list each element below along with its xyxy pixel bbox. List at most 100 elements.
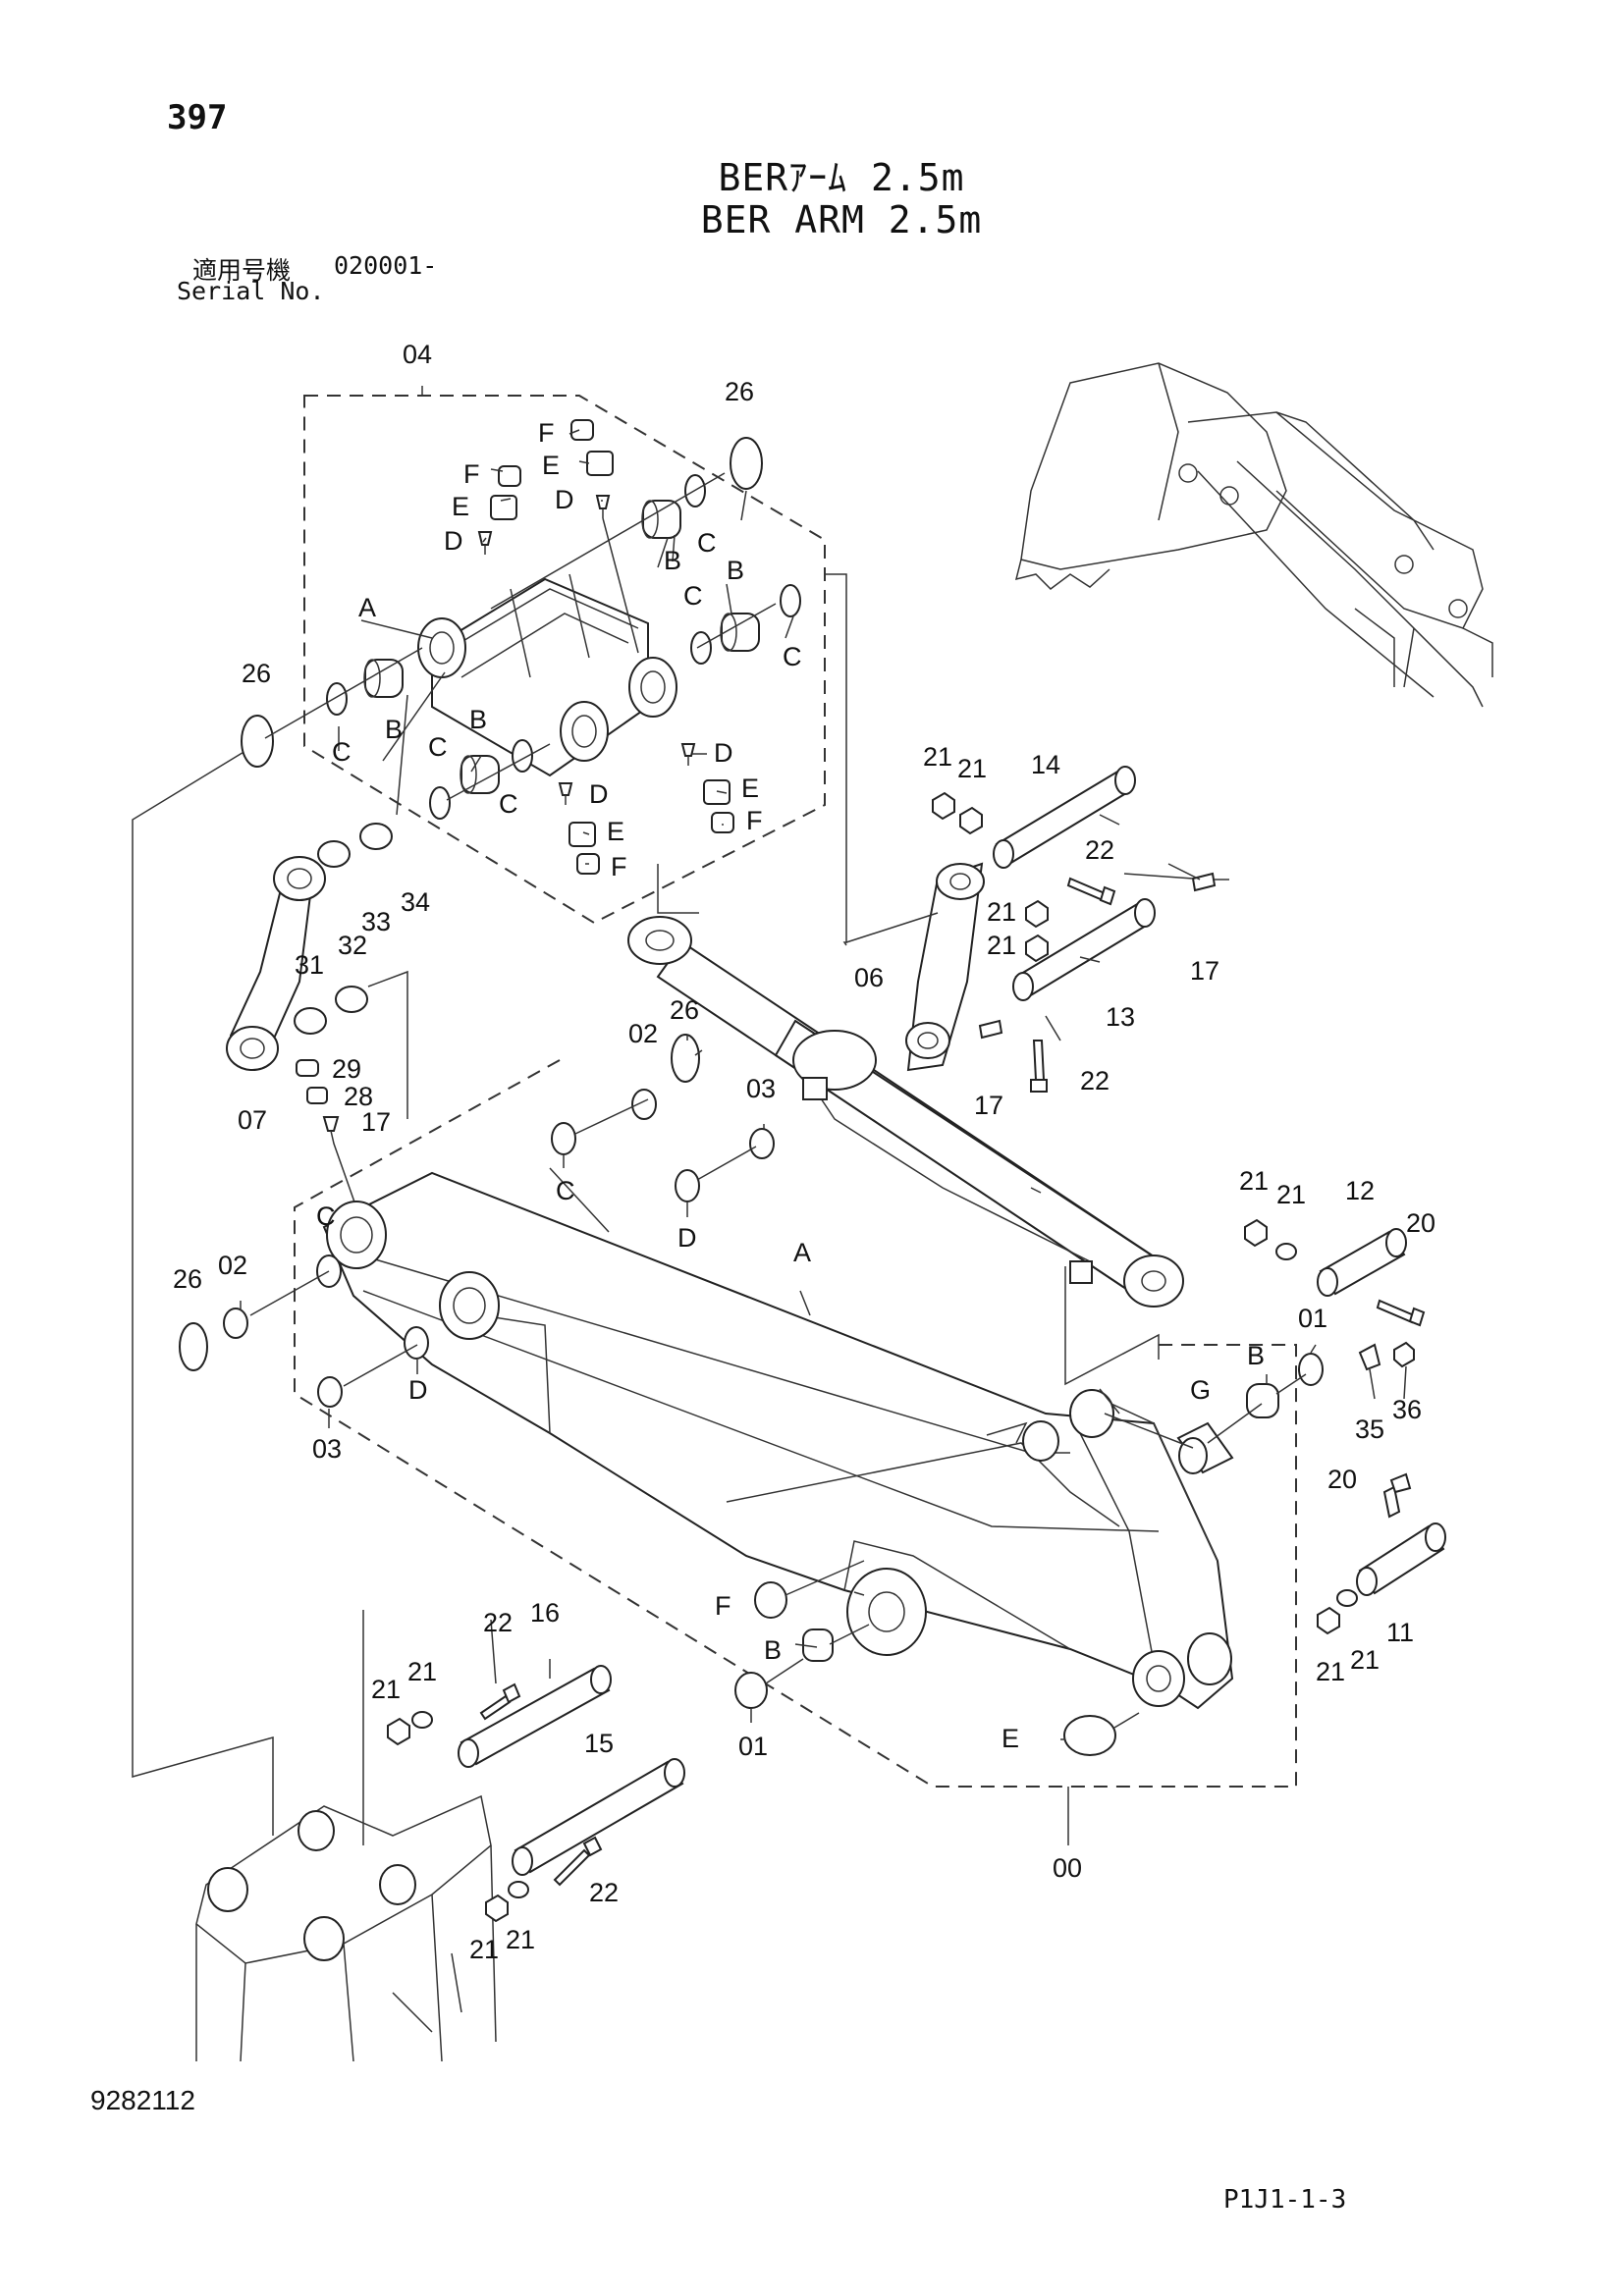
callout-21-g: 21 [1316, 1657, 1345, 1686]
callout-21-a: 21 [923, 742, 952, 772]
o-ring-26-lower-left [179, 1322, 208, 1371]
washer-21-base-2 [411, 1711, 433, 1729]
callout-03-top: 03 [746, 1074, 776, 1103]
seal-03-left [317, 1376, 343, 1408]
callout-D-arm-left: D [408, 1375, 428, 1405]
bolt-20-upper [1376, 1299, 1426, 1327]
bracket-assembly-A [417, 573, 677, 777]
callout-36: 36 [1392, 1395, 1422, 1424]
nut-21-r1 [1244, 1218, 1268, 1248]
callout-26-lower-left: 26 [173, 1264, 202, 1294]
grease-fitting-group-lower [558, 782, 600, 875]
bushing-B-lower [460, 755, 500, 794]
callout-06: 06 [854, 963, 884, 992]
bushing-B-upper [641, 500, 681, 539]
callout-15: 15 [584, 1729, 614, 1758]
callout-22-upper: 22 [1085, 835, 1114, 865]
seal-03-top [749, 1128, 775, 1159]
leader-C-upper-right [825, 573, 847, 946]
callout-29: 29 [332, 1054, 361, 1084]
leader-lines-pins-13-14 [1045, 873, 1194, 1041]
leader-35-36 [1369, 1365, 1407, 1400]
grease-cap-29 [296, 1059, 319, 1077]
boom-end-base [195, 1794, 497, 2062]
callout-F-2: F [463, 459, 480, 489]
seal-01-lower [734, 1672, 768, 1709]
pin-16 [458, 1665, 612, 1768]
bushing-D-arm-top [675, 1169, 700, 1202]
callout-21-d: 21 [987, 931, 1016, 960]
callout-F-lower: F [715, 1591, 731, 1621]
callout-C-2: C [683, 581, 703, 611]
serial-label-english: Serial No. [177, 277, 325, 305]
callout-02-top: 02 [628, 1019, 658, 1048]
bushing-B-left [363, 659, 404, 698]
callout-12: 12 [1345, 1176, 1375, 1205]
serial-number-value: 020001- [334, 251, 438, 280]
callout-B-arm-right: B [1247, 1341, 1265, 1370]
callout-21-base-c: 21 [469, 1935, 499, 1964]
seal-C-lower-1 [429, 786, 451, 820]
bolt-22-base-lower [553, 1836, 603, 1887]
pin-axis-lines-04 [264, 472, 777, 801]
drawing-number: 9282112 [90, 2085, 195, 2115]
callout-F-1: F [538, 418, 555, 448]
callout-C-4: C [332, 737, 352, 767]
callout-31: 31 [295, 950, 324, 980]
callout-17-right-upper: 17 [1190, 956, 1219, 986]
seal-02-top [631, 1089, 657, 1120]
title-english: BER ARM 2.5m [700, 198, 983, 241]
callout-B-lower: B [764, 1635, 782, 1665]
callout-D-2: D [444, 526, 463, 556]
callout-B-2: B [727, 556, 744, 585]
callout-E-lower: E [1001, 1724, 1019, 1753]
sheet-code: P1J1-1-3 [1223, 2185, 1347, 2215]
callout-21-base-a: 21 [371, 1675, 401, 1704]
leader-cylinder-box [657, 864, 699, 914]
grease-nipple-28 [306, 1087, 328, 1104]
pin-12 [1317, 1228, 1407, 1297]
callout-B-3: B [385, 715, 403, 744]
callout-14: 14 [1031, 750, 1060, 779]
group-04-dashed-outline [303, 395, 826, 925]
grease-fitting-17-right-upper [1191, 872, 1229, 892]
nut-21-mid-2 [1025, 934, 1049, 963]
nut-21-upper-1 [932, 791, 955, 821]
seal-C-left [326, 682, 348, 716]
callout-22-base-upper: 22 [483, 1608, 513, 1637]
callout-21-base-d: 21 [506, 1925, 535, 1954]
plate-35 [1358, 1343, 1381, 1371]
bushing-B-right [720, 613, 760, 652]
bushing-B-right-arm [1246, 1383, 1279, 1418]
callout-35: 35 [1355, 1415, 1384, 1444]
callout-D-arm-top: D [677, 1223, 697, 1253]
callout-C-arm-left: C [316, 1201, 336, 1231]
seal-C-lower-2 [512, 739, 533, 773]
callout-B-4: B [469, 705, 487, 734]
callout-21-b: 21 [957, 754, 987, 783]
callout-00: 00 [1053, 1853, 1082, 1883]
bucket-inset-illustration [1014, 362, 1493, 708]
callout-26-mid: 26 [670, 995, 699, 1025]
nut-21-r4 [1317, 1606, 1340, 1635]
callout-E-2: E [452, 492, 469, 521]
callout-22-base-lower: 22 [589, 1878, 619, 1907]
seal-C-right-2 [780, 584, 801, 617]
washer-31 [294, 1007, 327, 1035]
washer-34 [359, 823, 393, 850]
callout-20-lower: 20 [1327, 1465, 1357, 1494]
leader-link-07-bracket [367, 970, 408, 1119]
nut-21-base-1 [387, 1717, 410, 1746]
callout-28: 28 [344, 1082, 373, 1111]
bushing-G [1176, 1421, 1234, 1474]
callout-34: 34 [401, 887, 430, 917]
grease-fitting-group-upper-left [477, 465, 521, 555]
o-ring-26-left [241, 715, 274, 768]
seal-01-right [1298, 1353, 1324, 1386]
washer-32 [335, 986, 368, 1013]
callout-G: G [1190, 1375, 1211, 1405]
callout-labels: 04 26 F E D F E D B C B C C A 26 C B B C… [173, 340, 1435, 1964]
callout-16: 16 [530, 1598, 560, 1628]
callout-04: 04 [403, 340, 432, 369]
